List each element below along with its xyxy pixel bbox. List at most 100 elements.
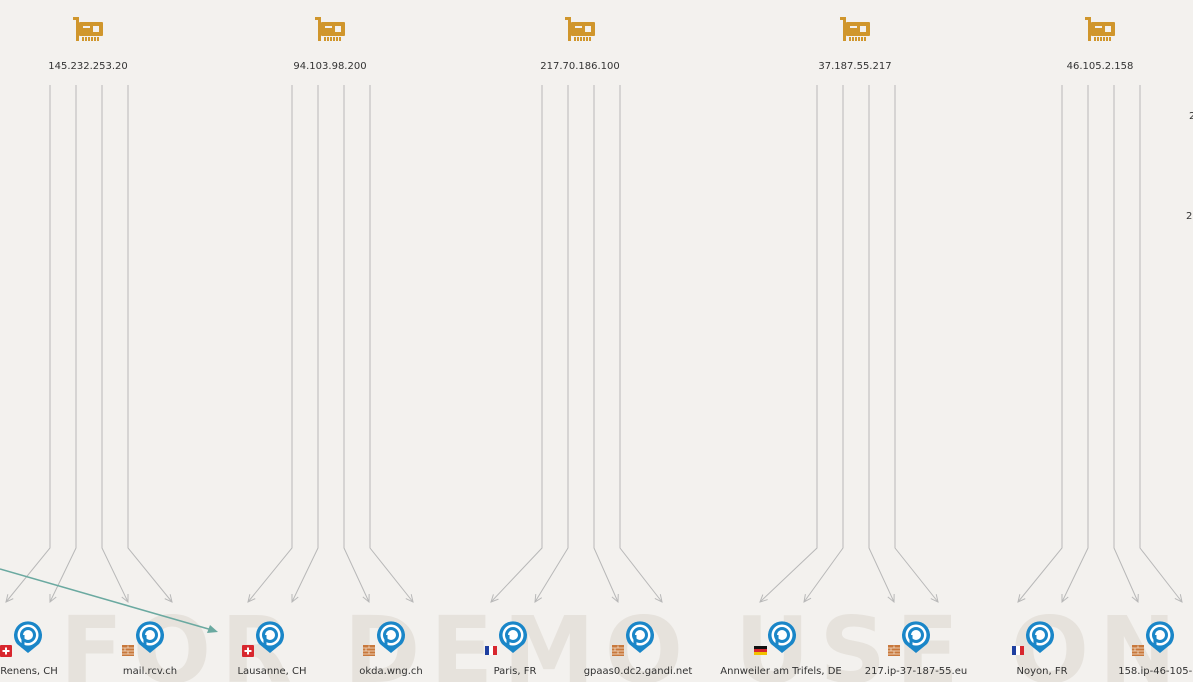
edge-line [101, 85, 129, 603]
target-node[interactable]: Lausanne, CH [237, 621, 307, 677]
target-node[interactable]: Paris, FR [485, 621, 536, 677]
french-flag-icon [1012, 646, 1024, 655]
edge-line [894, 85, 939, 603]
edge-line [127, 85, 173, 603]
target-node-layer: Renens, CH mail.rcv.ch Lausanne, CH okda.wn… [0, 621, 1193, 677]
ip-node[interactable]: 217.70.186.100 [540, 17, 620, 72]
edge-line [247, 85, 293, 603]
edge-arrowhead [1061, 593, 1069, 604]
target-node-label: mail.rcv.ch [123, 666, 177, 677]
watermark-layer: FOR DEMO USE ONLY [60, 597, 1193, 682]
edge-line [534, 85, 569, 603]
edge-layer [5, 85, 1183, 604]
ip-node-label: 217.70.186.100 [540, 61, 620, 72]
clipped-right-labels: 2 2 [1186, 111, 1193, 222]
edge-arrowhead [1131, 593, 1139, 604]
edge-arrowhead [121, 593, 129, 604]
target-node[interactable]: Renens, CH [0, 621, 58, 677]
target-node-label: okda.wng.ch [359, 666, 422, 677]
edge-arrowhead [887, 593, 895, 604]
brick-wall-icon [1132, 645, 1144, 656]
edge-line [593, 85, 619, 603]
clipped-label-2: 2 [1186, 211, 1192, 222]
edge-arrowhead [164, 594, 173, 603]
edge-line [369, 85, 414, 603]
edge-arrowhead [930, 594, 939, 603]
ip-node[interactable]: 37.187.55.217 [818, 17, 892, 72]
brick-wall-icon [363, 645, 375, 656]
swiss-flag-icon [242, 645, 254, 657]
edge-line [759, 85, 818, 603]
edge-arrowhead [654, 594, 663, 603]
target-node[interactable]: mail.rcv.ch [122, 621, 177, 677]
ip-node-label: 145.232.253.20 [48, 61, 128, 72]
highlight-edge [0, 568, 218, 633]
target-node-label: Renens, CH [0, 666, 58, 677]
target-node-label: 217.ip-37-187-55.eu [865, 666, 967, 677]
location-pin-icon [1026, 621, 1054, 653]
edge-arrowhead [49, 593, 57, 604]
ip-node-label: 37.187.55.217 [818, 61, 891, 72]
network-card-icon [565, 17, 595, 41]
german-flag-icon [754, 646, 767, 655]
network-card-icon [1085, 17, 1115, 41]
edge-line [803, 85, 844, 603]
ip-node[interactable]: 145.232.253.20 [48, 17, 128, 72]
brick-wall-icon [888, 645, 900, 656]
edge-line [343, 85, 370, 603]
highlight-edge-line [0, 568, 213, 631]
french-flag-icon [485, 646, 497, 655]
edge-line [5, 85, 51, 603]
edge-line [1061, 85, 1089, 603]
highlight-edge-arrowhead [207, 625, 218, 633]
edge-line [1139, 85, 1183, 603]
edge-line [619, 85, 663, 603]
target-node-label: Annweiler am Trifels, DE [720, 666, 841, 677]
clipped-label-1: 2 [1189, 111, 1193, 122]
watermark-text: FOR DEMO USE ONLY [60, 597, 1193, 682]
ip-node-layer: 145.232.253.20 94.103.98.200 217.70.186.10… [48, 17, 1133, 72]
location-pin-icon [1146, 621, 1174, 653]
edge-arrowhead [362, 593, 370, 604]
location-pin-icon [902, 621, 930, 653]
location-pin-icon [136, 621, 164, 653]
network-card-icon [315, 17, 345, 41]
target-node-label: gpaas0.dc2.gandi.net [584, 666, 693, 677]
edge-arrowhead [803, 594, 812, 603]
edge-line [1113, 85, 1139, 603]
target-node[interactable]: 158.ip-46-105-2. [1118, 621, 1193, 677]
location-pin-icon [768, 621, 796, 653]
brick-wall-icon [122, 645, 134, 656]
edge-arrowhead [405, 594, 414, 603]
edge-arrowhead [5, 594, 14, 603]
location-pin-icon [256, 621, 284, 653]
ip-node[interactable]: 46.105.2.158 [1067, 17, 1134, 72]
swiss-flag-icon [0, 645, 12, 657]
target-node-label: Paris, FR [494, 666, 537, 677]
target-node[interactable]: 217.ip-37-187-55.eu [865, 621, 967, 677]
edge-line [490, 85, 543, 603]
target-node[interactable]: gpaas0.dc2.gandi.net [584, 621, 693, 677]
location-pin-icon [377, 621, 405, 653]
location-pin-icon [499, 621, 527, 653]
target-node[interactable]: Noyon, FR [1012, 621, 1068, 677]
edge-arrowhead [759, 594, 768, 603]
target-node-label: Noyon, FR [1016, 666, 1067, 677]
edge-arrowhead [1174, 594, 1183, 603]
edge-arrowhead [490, 594, 499, 603]
ip-node[interactable]: 94.103.98.200 [293, 17, 367, 72]
location-pin-icon [14, 621, 43, 653]
target-node-label: 158.ip-46-105-2. [1118, 666, 1193, 677]
target-node[interactable]: okda.wng.ch [359, 621, 423, 677]
brick-wall-icon [612, 645, 624, 656]
edge-arrowhead [291, 593, 299, 604]
target-node[interactable]: Annweiler am Trifels, DE [720, 621, 842, 677]
ip-node-label: 46.105.2.158 [1067, 61, 1134, 72]
edge-line [868, 85, 895, 603]
edge-arrowhead [534, 593, 542, 603]
edge-arrowhead [611, 593, 619, 604]
network-card-icon [840, 17, 870, 41]
target-node-label: Lausanne, CH [237, 666, 306, 677]
edge-line [1017, 85, 1063, 603]
